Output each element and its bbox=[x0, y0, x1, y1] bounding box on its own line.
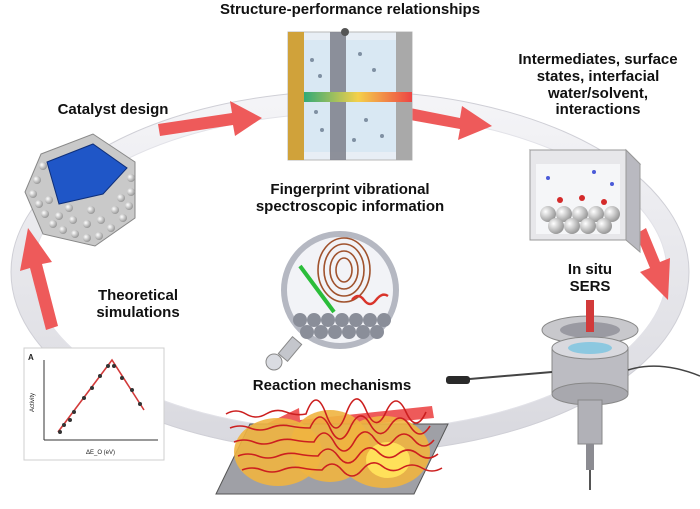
cycle-arrow-top-right bbox=[388, 104, 492, 140]
label-intermediates: Intermediates, surface states, interfaci… bbox=[496, 51, 700, 119]
interface-box bbox=[528, 148, 642, 254]
label-theoretical-simulations: Theoretical simulations bbox=[68, 287, 208, 322]
label-fingerprint: Fingerprint vibrational spectroscopic in… bbox=[240, 181, 460, 216]
electrochemical-cell bbox=[287, 28, 413, 161]
label-in-situ-sers: In situ SERS bbox=[540, 261, 640, 296]
label-fingerprint-line-1: Fingerprint vibrational bbox=[270, 181, 430, 198]
label-fingerprint-line-2: spectroscopic information bbox=[255, 197, 445, 215]
volcano-y-label: Activity bbox=[30, 393, 36, 412]
cycle-arrow-top-left bbox=[158, 101, 262, 136]
label-sers-line-1: In situ bbox=[567, 261, 613, 278]
label-structure-performance: Structure-performance relationships bbox=[219, 1, 481, 18]
label-intermediates-line-2: states, interfacial bbox=[536, 67, 660, 85]
sers-cell bbox=[446, 300, 700, 490]
label-intermediates-line-3: water/solvent, bbox=[547, 84, 649, 102]
reaction-spectra bbox=[215, 398, 449, 495]
label-theory-line-2: simulations bbox=[96, 303, 180, 321]
catalyst-nanoparticle bbox=[24, 133, 136, 247]
label-intermediates-line-4: interactions bbox=[555, 101, 641, 119]
cycle-arrow-left bbox=[20, 228, 58, 330]
label-reaction-mechanisms: Reaction mechanisms bbox=[252, 377, 412, 394]
label-sers-line-2: SERS bbox=[569, 277, 611, 295]
cycle-arrow-right bbox=[636, 228, 670, 300]
label-intermediates-line-1: Intermediates, surface bbox=[518, 51, 678, 68]
label-catalyst-design: Catalyst design bbox=[57, 101, 169, 118]
volcano-plot: A Activity ΔE_O (eV) bbox=[23, 347, 165, 461]
volcano-x-label: ΔE_O (eV) bbox=[86, 450, 115, 456]
fingerprint-magnifier bbox=[265, 231, 399, 371]
label-theory-line-1: Theoretical bbox=[97, 287, 179, 304]
volcano-panel-label: A bbox=[28, 353, 34, 362]
